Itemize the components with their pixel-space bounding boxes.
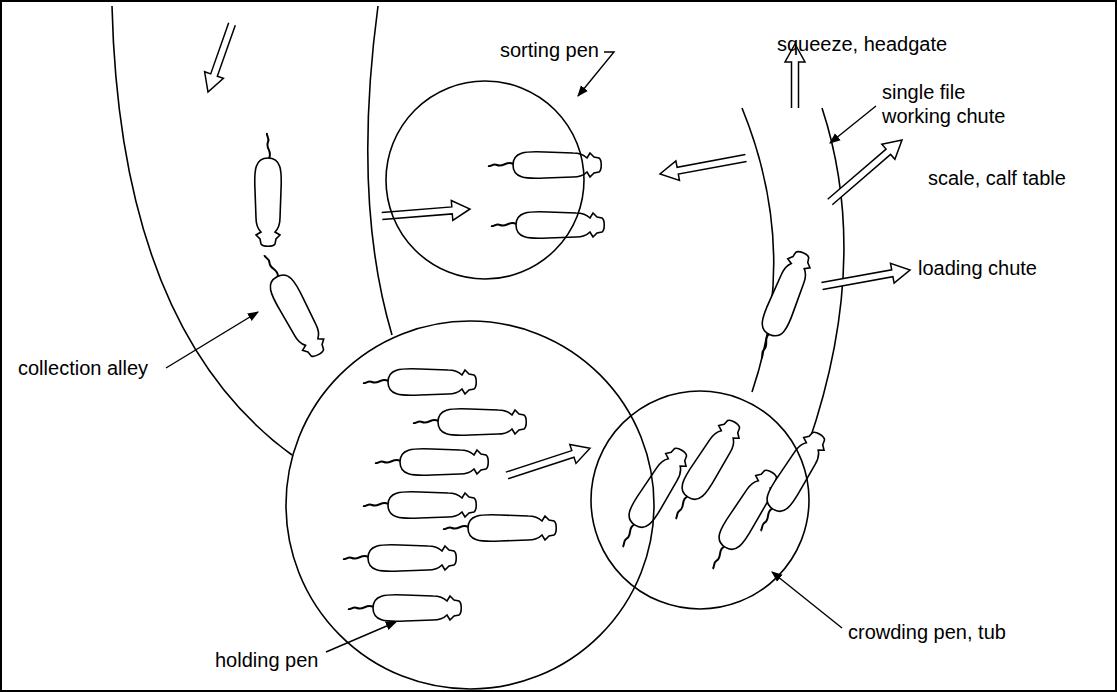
part-label: single file working chute [882, 80, 1032, 128]
flow-connector [506, 444, 590, 478]
pen-heading: crowding pen, tub [848, 620, 1006, 644]
flow-arrow [660, 155, 747, 181]
part-label: collection alley [18, 356, 148, 380]
leader-lines [166, 52, 876, 652]
pen-circle: holding pen [285, 320, 655, 690]
part-label: loading chute [918, 256, 1037, 280]
flow-arrow [821, 263, 910, 289]
circle-outline [385, 80, 585, 280]
pen-circle: crowding pen, tub [590, 390, 810, 610]
part-label: squeeze, headgate [777, 32, 947, 56]
pen-heading: holding pen [215, 648, 318, 672]
pen-heading: sorting pen [500, 38, 599, 62]
pen-circle: sorting pen [385, 80, 585, 280]
circle-outline [285, 320, 655, 690]
alley-walls [112, 6, 844, 455]
part-label: scale, calf table [928, 166, 1066, 190]
flow-arrow [205, 23, 236, 92]
cattle [254, 133, 832, 621]
flow-arrow [828, 140, 902, 205]
circle-outline [590, 390, 810, 610]
flow-arrow [382, 201, 470, 221]
flow-arrows [205, 23, 910, 290]
